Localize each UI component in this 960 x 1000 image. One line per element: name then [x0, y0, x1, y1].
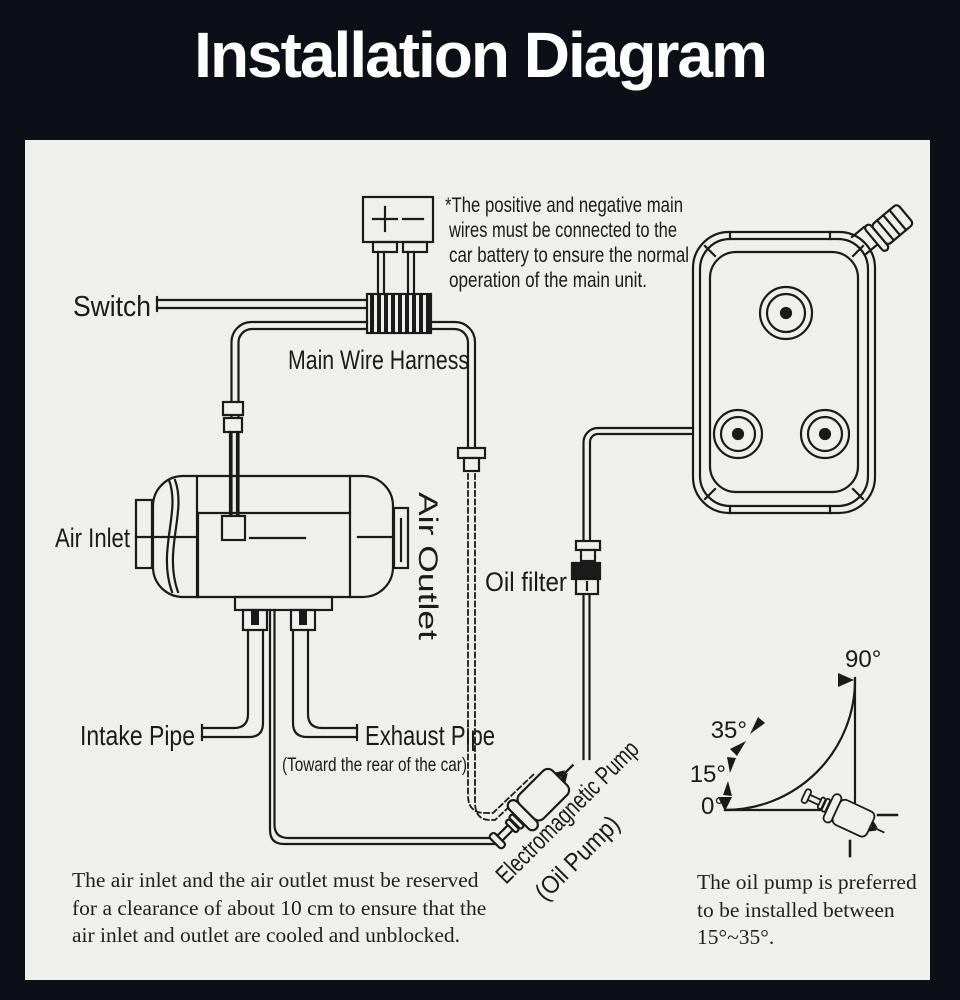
gauge-90-label: 90°	[845, 646, 881, 673]
exhaust-pipe-icon	[291, 628, 359, 742]
page-title: Installation Diagram	[194, 19, 768, 91]
tank-cap-icon	[850, 204, 914, 256]
installation-diagram: + − Switch Main Wire Harness *The positi…	[55, 194, 914, 906]
angle-gauge	[718, 673, 899, 858]
battery-icon	[361, 195, 435, 254]
gauge-0-label: 0°	[701, 793, 724, 820]
oil-filter-label: Oil filter	[485, 567, 567, 597]
oil-pump-note-line1: The oil pump is preferred	[697, 870, 917, 894]
battery-note-line3: car battery to ensure the normal	[449, 244, 689, 267]
oil-filter-icon	[570, 561, 602, 596]
clearance-note-line1: The air inlet and the air outlet must be…	[72, 868, 479, 892]
intake-pipe-icon	[200, 628, 265, 742]
oil-pump-note-line3: 15°~35°.	[697, 925, 775, 949]
clearance-note-line3: air inlet and outlet are cooled and unbl…	[72, 923, 461, 947]
intake-pipe-label: Intake Pipe	[80, 720, 195, 751]
oil-pump-note-line2: to be installed between	[697, 897, 895, 922]
oil-pump-icon	[488, 763, 575, 850]
battery-note-line1: *The positive and negative main	[445, 194, 683, 217]
fuel-tank-icon	[691, 230, 877, 515]
clearance-note-line2: for a clearance of about 10 cm to ensure…	[72, 895, 487, 920]
switch-wire	[155, 295, 369, 313]
fuel-line-tank-filter	[574, 426, 695, 761]
battery-note-line2: wires must be connected to the	[448, 219, 677, 242]
clearance-note: The air inlet and the air outlet must be…	[72, 867, 486, 950]
air-outlet-label: Air Outlet	[413, 492, 443, 641]
angle-arrows	[718, 673, 854, 811]
battery-note-line4: operation of the main unit.	[449, 269, 647, 292]
gauge-15-label: 15°	[690, 761, 726, 788]
wire-pump-branch	[429, 320, 540, 821]
exhaust-pipe-label: Exhaust Pipe	[365, 720, 495, 751]
heater-unit-icon	[134, 430, 410, 632]
gauge-pump-icon	[800, 788, 885, 838]
wire-heater-branch	[221, 320, 369, 518]
battery-wires	[376, 250, 416, 296]
oil-pump-note: The oil pump is preferred to be installe…	[697, 869, 917, 952]
main-wire-harness-label: Main Wire Harness	[288, 345, 469, 375]
air-inlet-label: Air Inlet	[55, 523, 130, 553]
switch-label: Switch	[73, 291, 151, 323]
gauge-35-label: 35°	[711, 717, 747, 744]
wire-harness-icon	[365, 292, 433, 335]
exhaust-pipe-note-label: (Toward the rear of the car)	[282, 754, 467, 776]
angle-arc	[723, 678, 857, 812]
fuel-line-heater-pump	[268, 608, 498, 846]
diagram-panel: + − Switch Main Wire Harness *The positi…	[25, 140, 930, 980]
battery-note: *The positive and negative main wires mu…	[445, 194, 689, 292]
